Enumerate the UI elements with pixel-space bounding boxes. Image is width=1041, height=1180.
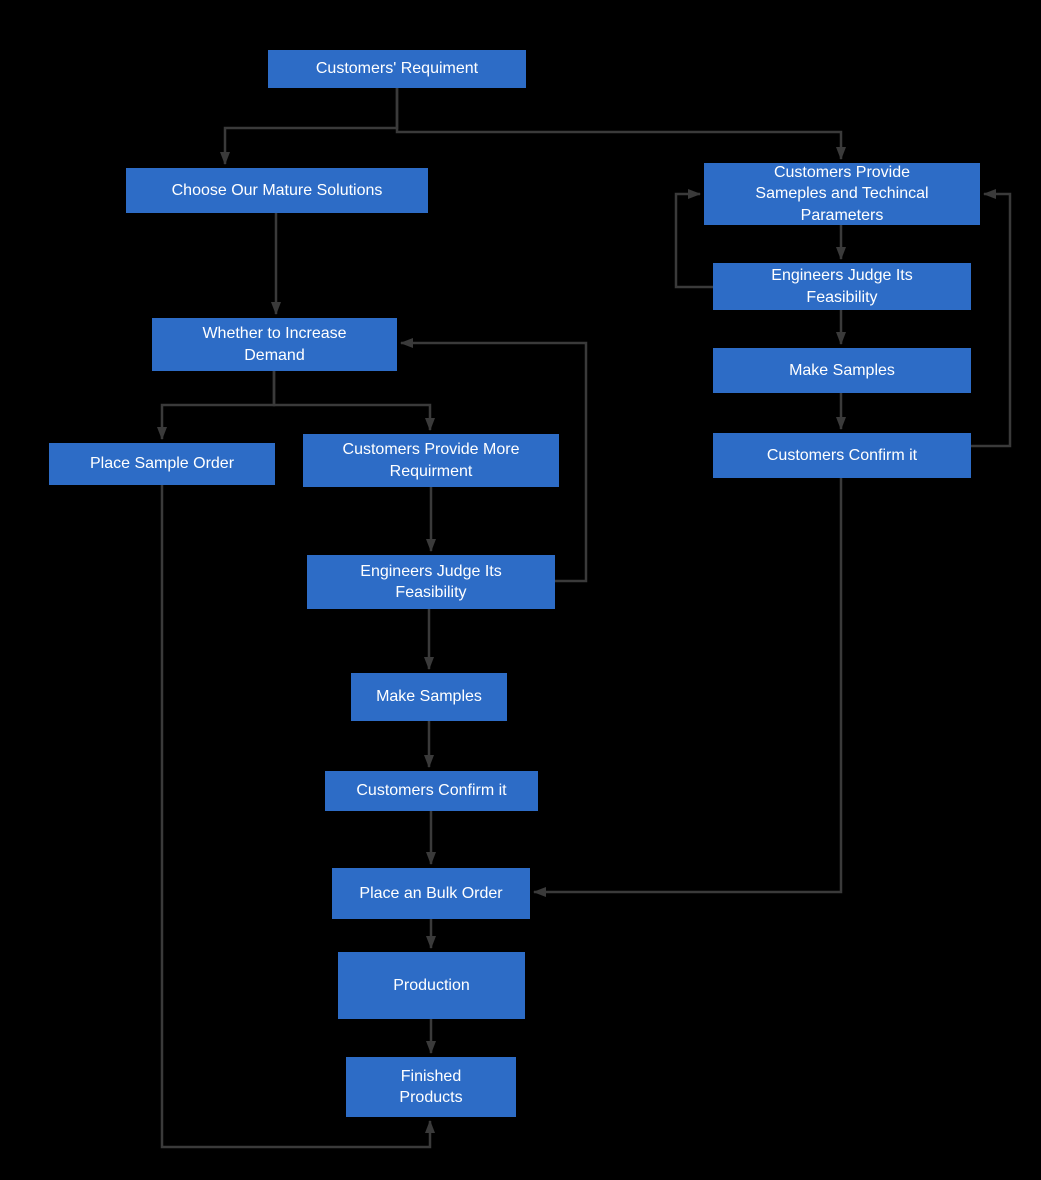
flow-node-choose-solutions: Choose Our Mature Solutions: [126, 168, 428, 213]
connector-whether-increase-demand--place-sample-order: [157, 371, 276, 440]
flow-node-provide-more-requirement: Customers Provide More Requirment: [303, 434, 559, 487]
flow-node-label: Customers Confirm it: [356, 782, 507, 800]
connector-engineers-judge-mid--whether-increase-demand: [400, 338, 588, 583]
flow-node-customers-confirm-mid: Customers Confirm it: [325, 771, 538, 811]
connector-customers-requirement--choose-solutions: [220, 88, 399, 165]
flow-node-make-samples-right: Make Samples: [713, 348, 971, 393]
flow-node-label: Choose Our Mature Solutions: [171, 181, 383, 199]
flow-node-place-bulk-order: Place an Bulk Order: [332, 868, 530, 919]
connector-customers-requirement--provide-samples-params: [395, 88, 846, 160]
flow-node-label: Customers Confirm it: [766, 446, 918, 464]
flow-node-label: Customers' Requiment: [315, 60, 479, 78]
flow-node-whether-increase-demand: Whether to Increase Demand: [152, 318, 397, 371]
flow-node-engineers-judge-right: Engineers Judge Its Feasibility: [713, 263, 971, 310]
flow-node-engineers-judge-mid: Engineers Judge Its Feasibility: [307, 555, 555, 609]
connector-whether-increase-demand--provide-more-requirement: [272, 371, 435, 431]
flow-node-make-samples-mid: Make Samples: [351, 673, 507, 721]
flow-node-label: Customers Provide Sameples and Techincal…: [755, 164, 929, 224]
flow-node-customers-requirement: Customers' Requiment: [268, 50, 526, 88]
flow-node-label: Engineers Judge Its Feasibility: [771, 267, 913, 306]
flow-node-finished-products: Finished Products: [346, 1057, 516, 1117]
connector-place-sample-order--finished-products: [160, 485, 435, 1149]
flow-node-label: Finished Products: [399, 1067, 463, 1106]
connector-customers-confirm-right--provide-samples-params: [970, 189, 1012, 448]
flow-node-label: Engineers Judge Its Feasibility: [360, 562, 502, 601]
flow-node-provide-samples-params: Customers Provide Sameples and Techincal…: [704, 163, 980, 225]
flow-node-label: Production: [393, 976, 470, 994]
flow-node-customers-confirm-right: Customers Confirm it: [713, 433, 971, 478]
flow-node-label: Whether to Increase Demand: [202, 325, 347, 364]
connector-customers-confirm-right--place-bulk-order: [533, 478, 843, 897]
connector-engineers-judge-right--provide-samples-params: [674, 189, 713, 289]
flow-node-label: Place an Bulk Order: [359, 884, 503, 902]
flow-node-place-sample-order: Place Sample Order: [49, 443, 275, 485]
flow-node-label: Customers Provide More Requirment: [342, 441, 520, 480]
flow-node-label: Make Samples: [789, 361, 895, 379]
flow-node-label: Place Sample Order: [89, 455, 235, 473]
flow-node-production: Production: [338, 952, 525, 1019]
flow-node-label: Make Samples: [376, 688, 482, 706]
